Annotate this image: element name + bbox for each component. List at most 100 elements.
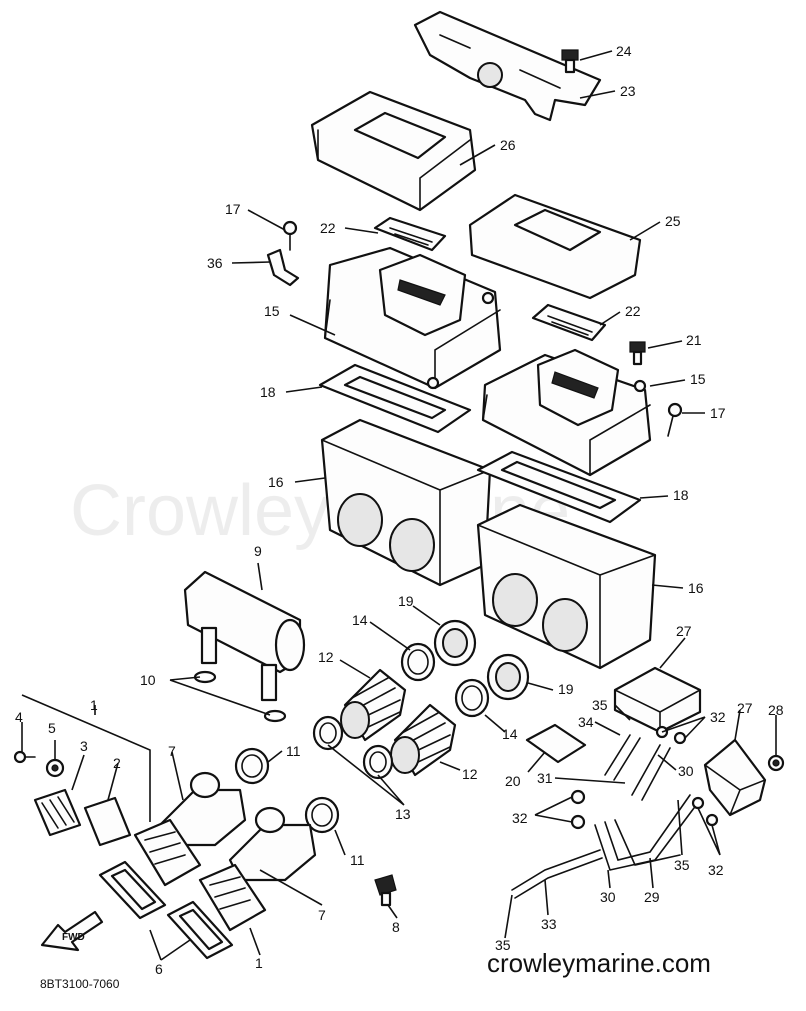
diagram-code: 8BT3100-7060	[40, 977, 120, 991]
website-label: crowleymarine.com	[487, 948, 711, 978]
hose-29	[614, 819, 681, 866]
callout-35-middle: 35	[674, 857, 690, 873]
callout-18-left: 18	[260, 384, 276, 400]
hose-31	[631, 744, 671, 801]
gasket-6-lower	[166, 900, 234, 960]
callout-8: 8	[392, 919, 400, 935]
gasket-18-left	[318, 363, 472, 434]
bolt-24	[561, 49, 579, 74]
callout-14-upper: 14	[352, 612, 368, 628]
callout-7-upper: 7	[168, 743, 176, 759]
callout-20: 20	[505, 773, 521, 789]
fuel-pump-27-lower	[703, 738, 767, 817]
callout-32-upper: 32	[710, 709, 726, 725]
callout-17-right: 17	[710, 405, 726, 421]
callout-2: 2	[113, 755, 121, 771]
joint-12-lower	[390, 703, 457, 777]
callout-32-middle: 32	[512, 810, 528, 826]
callout-14-lower: 14	[502, 726, 518, 742]
callout-19-lower: 19	[558, 681, 574, 697]
box-cover-15-right	[481, 348, 652, 477]
callout-7-lower: 7	[318, 907, 326, 923]
callout-3: 3	[80, 738, 88, 754]
clamp-13-right	[362, 744, 394, 780]
callout-6: 6	[155, 961, 163, 977]
adapter-19-lower	[486, 653, 530, 701]
filter-element-26	[310, 90, 477, 212]
screw-4	[13, 750, 36, 764]
gasket-18-right	[476, 450, 642, 524]
callout-18-right: 18	[673, 487, 689, 503]
callout-4: 4	[15, 709, 23, 725]
gasket-6-upper	[98, 860, 167, 920]
o-ring-10	[193, 670, 287, 723]
adapter-19-upper	[433, 619, 477, 667]
callout-22-upper: 22	[320, 220, 336, 236]
callout-36: 36	[207, 255, 223, 271]
grill-22-upper	[373, 216, 447, 252]
callout-34: 34	[578, 714, 594, 730]
callout-15-left: 15	[264, 303, 280, 319]
grill-22-lower	[531, 303, 607, 342]
callout-35-lower: 35	[495, 937, 511, 953]
joint-12-upper	[340, 668, 407, 742]
callout-27-upper: 27	[676, 623, 692, 639]
callout-24: 24	[616, 43, 632, 59]
callout-30-lower: 30	[600, 889, 616, 905]
screw-17-right	[667, 402, 683, 437]
forward-arrow: FWD	[40, 910, 104, 952]
callout-17-left: 17	[225, 201, 241, 217]
callout-30-upper: 30	[678, 763, 694, 779]
screw-17-left	[282, 220, 298, 251]
callout-33: 33	[541, 916, 557, 932]
pad-20	[525, 723, 587, 764]
callout-1-lower: 1	[255, 955, 263, 971]
callout-21: 21	[686, 332, 702, 348]
callout-23: 23	[620, 83, 636, 99]
callout-32-lower: 32	[708, 862, 724, 878]
bolt-21	[629, 341, 646, 366]
callout-26: 26	[500, 137, 516, 153]
callout-35-upper: 35	[592, 697, 608, 713]
leader-lines	[21, 50, 777, 961]
callout-22-lower: 22	[625, 303, 641, 319]
callout-31: 31	[537, 770, 553, 786]
hose-30	[594, 794, 701, 871]
callout-9: 9	[254, 543, 262, 559]
callout-25: 25	[665, 213, 681, 229]
washer-5	[45, 758, 65, 778]
callout-10: 10	[140, 672, 156, 688]
clamp-14-lower	[454, 678, 490, 718]
clamp-14-upper	[400, 642, 436, 682]
fuel-pump-27-upper	[613, 666, 702, 734]
callout-12-lower: 12	[462, 766, 478, 782]
hose-clip-32	[570, 725, 719, 830]
callout-11-lower: 11	[350, 852, 365, 868]
callout-15-right: 15	[690, 371, 706, 387]
callout-16-left: 16	[268, 474, 284, 490]
reed-block-1-lower	[198, 863, 267, 932]
forward-arrow-label: FWD	[62, 932, 85, 943]
reed-block-1-upper	[133, 818, 202, 887]
clip-36	[266, 248, 300, 287]
bolt-28	[767, 754, 785, 772]
callout-28: 28	[768, 702, 784, 718]
reed-valve-2	[83, 796, 132, 847]
callout-1-upper: 1	[90, 697, 98, 713]
callout-5: 5	[48, 720, 56, 736]
callout-12-upper: 12	[318, 649, 334, 665]
hose-33	[511, 849, 603, 899]
callout-16-right: 16	[688, 580, 704, 596]
clamp-11-upper	[234, 747, 270, 785]
bolt-8	[374, 874, 397, 907]
top-bracket	[413, 10, 602, 122]
callout-13: 13	[395, 806, 411, 822]
air-box-16-right	[476, 503, 657, 670]
callout-labels: 24 23 26 17 22 25 36 22 15 21 15 18 17 1…	[15, 43, 784, 977]
hose-34	[604, 734, 641, 781]
callout-19-upper: 19	[398, 593, 414, 609]
manifold-7-upper	[158, 771, 247, 847]
callout-27-lower: 27	[737, 700, 753, 716]
callout-29: 29	[644, 889, 660, 905]
